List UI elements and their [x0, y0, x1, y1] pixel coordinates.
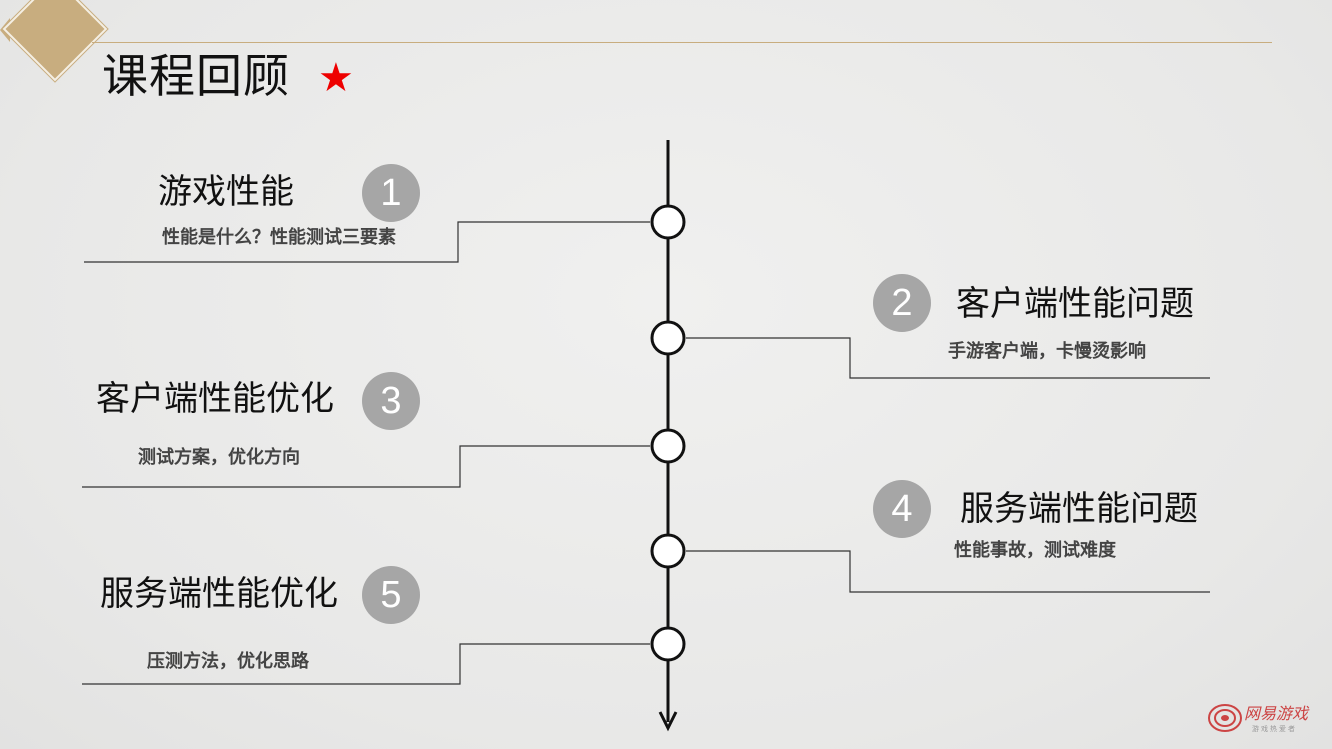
netease-logo-icon: [1208, 704, 1242, 732]
item-3-badge: 3: [362, 372, 420, 430]
item-2-title: 客户端性能问题: [956, 284, 1194, 324]
timeline-node-1: [650, 204, 686, 240]
item-5-desc: 压测方法，优化思路: [147, 651, 309, 672]
connector-1: [84, 221, 650, 263]
header-divider: [92, 42, 1272, 43]
timeline-node-4: [650, 533, 686, 569]
timeline-arrow-icon: [658, 711, 678, 732]
connector-5: [82, 643, 650, 685]
item-1-desc: 性能是什么？性能测试三要素: [162, 227, 396, 248]
connector-3: [82, 445, 650, 488]
logo-subtitle: 游戏热爱者: [1252, 725, 1297, 733]
page-title: 课程回顾: [102, 49, 290, 103]
timeline-node-3: [650, 428, 686, 464]
item-1-title: 游戏性能: [158, 172, 294, 212]
logo-name: 网易游戏: [1244, 704, 1309, 723]
item-2-badge: 2: [873, 274, 931, 332]
item-3-desc: 测试方案，优化方向: [138, 447, 300, 468]
timeline-node-2: [650, 320, 686, 356]
timeline-node-5: [650, 626, 686, 662]
item-1-badge: 1: [362, 164, 420, 222]
star-icon: ★: [318, 55, 354, 101]
connector-4: [686, 550, 1210, 593]
item-5-title: 服务端性能优化: [100, 574, 338, 614]
item-4-title: 服务端性能问题: [960, 489, 1198, 529]
item-5-badge: 5: [362, 566, 420, 624]
item-4-badge: 4: [873, 480, 931, 538]
connector-2: [686, 337, 1210, 379]
item-2-desc: 手游客户端，卡慢烫影响: [948, 341, 1146, 362]
item-4-desc: 性能事故，测试难度: [954, 540, 1116, 561]
item-3-title: 客户端性能优化: [96, 379, 334, 419]
